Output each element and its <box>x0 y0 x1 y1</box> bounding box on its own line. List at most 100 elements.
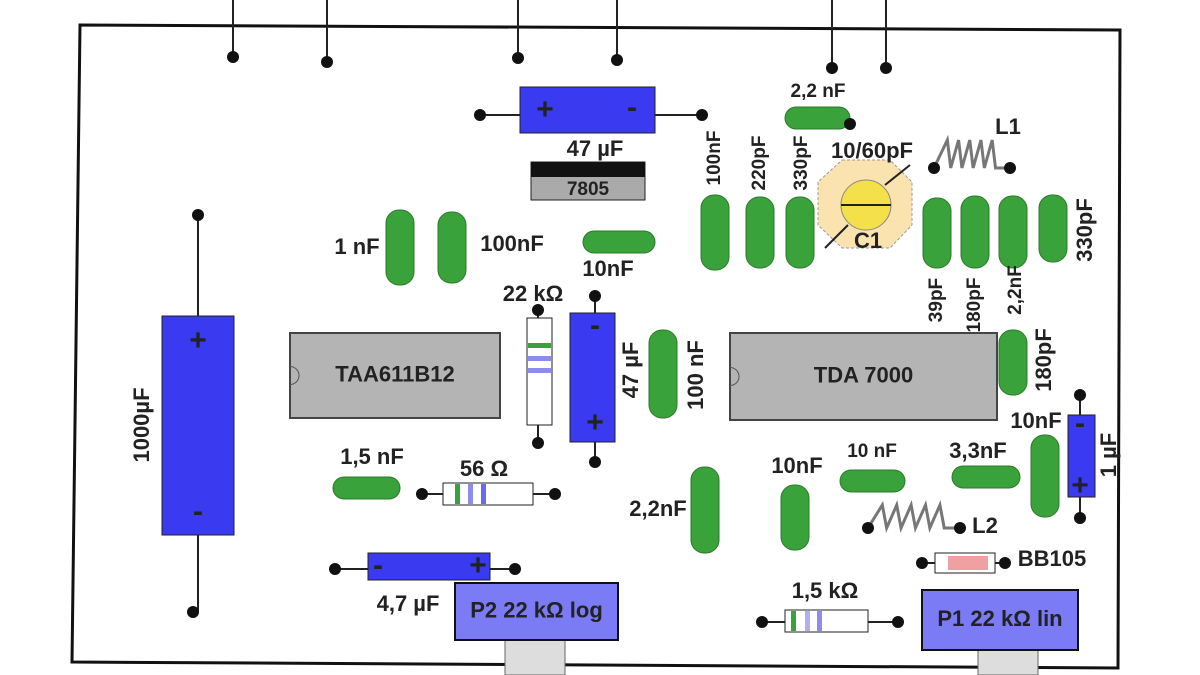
solder-pad <box>954 522 966 534</box>
capacitor-47uf-mid <box>569 312 616 443</box>
capacitor-2n2-top <box>784 106 851 130</box>
solder-pad <box>329 563 341 575</box>
solder-pad <box>928 162 940 174</box>
component-label: 330pF <box>791 136 812 191</box>
resistor-1k5 <box>784 609 869 633</box>
solder-pad <box>844 118 856 130</box>
capacitor-10nf-c <box>839 469 906 493</box>
component-label: 100nF <box>704 131 725 186</box>
color-band <box>528 368 551 373</box>
solder-pad <box>999 557 1011 569</box>
potentiometer-p2-shaft <box>504 639 566 675</box>
component-label: 180pF <box>1031 328 1056 392</box>
pin1-notch <box>729 367 740 386</box>
component-label: 10nF <box>582 256 633 281</box>
solder-pad <box>416 488 428 500</box>
solder-pad <box>512 52 524 64</box>
ic-tda7000 <box>729 332 998 421</box>
component-label: 100nF <box>480 231 544 256</box>
component-label: 3,3nF <box>949 438 1006 463</box>
solder-pad <box>549 488 561 500</box>
capacitor-100nf <box>700 194 730 271</box>
solder-pad <box>474 109 486 121</box>
component-label: 10 nF <box>847 441 897 462</box>
color-band <box>817 611 822 631</box>
component-label: 1000µF <box>129 387 154 462</box>
plus-sign: + <box>536 93 554 126</box>
minus-sign: - <box>590 309 600 342</box>
component-label: 220pF <box>749 136 770 191</box>
color-band <box>455 484 460 504</box>
ic-label: TAA611B12 <box>335 361 454 386</box>
component-label: 2,2nF <box>629 496 686 521</box>
component-label: 39pF <box>926 278 947 322</box>
diode-body <box>948 556 988 570</box>
component-label: 47 µF <box>618 342 643 399</box>
capacitor-100nf-c <box>648 329 678 419</box>
capacitor-180pf-b <box>998 329 1028 396</box>
solder-pad <box>826 62 838 74</box>
solder-pad <box>916 557 928 569</box>
solder-pad <box>321 56 333 68</box>
component-label: 2,2 nF <box>791 81 846 102</box>
inductor-l1 <box>932 134 1010 170</box>
capacitor-4u7 <box>367 552 491 581</box>
plus-sign: + <box>189 324 207 357</box>
regulator-label: 7805 <box>567 179 610 200</box>
solder-pad <box>892 616 904 628</box>
capacitor-10nf <box>582 230 656 254</box>
solder-pad <box>532 304 544 316</box>
minus-sign: - <box>193 495 203 528</box>
component-label: 4,7 µF <box>377 591 440 616</box>
resistor-56 <box>442 482 534 506</box>
solder-pad <box>509 563 521 575</box>
component-label: BB105 <box>1018 546 1086 571</box>
capacitor-330pf-right <box>1038 194 1068 263</box>
capacitor-1nf <box>385 209 415 286</box>
solder-pad <box>862 522 874 534</box>
component-label: 1,5 kΩ <box>792 578 859 603</box>
potentiometer-p2 <box>454 582 619 641</box>
solder-pad <box>1074 389 1086 401</box>
minus-sign: - <box>627 91 637 124</box>
capacitor-1000uf <box>161 315 235 536</box>
component-label: 10nF <box>771 453 822 478</box>
capacitor-2n2 <box>998 195 1028 269</box>
component-label: 180pF <box>964 278 985 333</box>
component-label: 1 µF <box>1096 433 1121 477</box>
capacitor-10nf-b <box>780 484 810 551</box>
minus-sign: - <box>373 549 383 582</box>
solder-pad <box>880 62 892 74</box>
component-label: 330pF <box>1072 198 1097 262</box>
solder-pad <box>1074 512 1086 524</box>
component-label: 56 Ω <box>460 456 508 481</box>
solder-pad <box>532 437 544 449</box>
solder-pad <box>756 616 768 628</box>
regulator-heatsink <box>531 162 645 177</box>
potentiometer-p2-label: P2 22 kΩ log <box>470 597 603 622</box>
capacitor-180pf <box>960 195 990 269</box>
capacitor-1uf <box>1067 414 1096 498</box>
component-label: 10/60pF <box>831 138 913 163</box>
capacitor-39pf <box>922 197 952 269</box>
component-label: L1 <box>995 114 1021 139</box>
capacitor-100nf-b <box>437 211 467 284</box>
capacitor-1n5 <box>332 476 401 500</box>
capacitor-220pf <box>745 196 775 269</box>
component-label: 100 nF <box>683 340 708 410</box>
pin1-notch <box>289 366 300 385</box>
component-label: C1 <box>854 228 882 253</box>
component-label: 10nF <box>1010 408 1061 433</box>
trimmer-lead <box>884 164 911 186</box>
component-label: 47 µF <box>567 136 624 161</box>
component-label: 2,2nF <box>1005 265 1026 315</box>
color-band <box>481 484 486 504</box>
plus-sign: + <box>469 549 487 582</box>
solder-pad <box>1004 162 1016 174</box>
solder-pad <box>192 209 204 221</box>
ic-taa611b12 <box>289 332 501 419</box>
color-band <box>791 611 796 631</box>
component-label: 1,5 nF <box>340 444 404 469</box>
solder-pad <box>589 456 601 468</box>
